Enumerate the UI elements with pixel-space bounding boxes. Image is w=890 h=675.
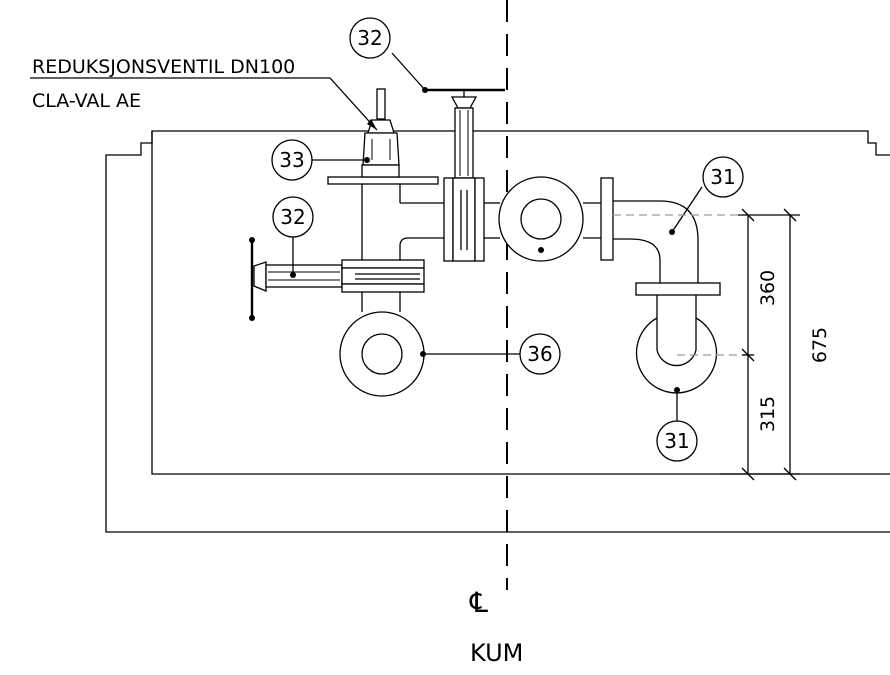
title-line-2: CLA-VAL AE [32,90,141,112]
balloon-32-left-text: 32 [280,205,305,229]
balloon-31-bottom-text: 31 [664,429,689,453]
flange-36 [339,311,426,397]
balloon-32-left: 32 [272,196,314,238]
elbow-31 [600,177,721,296]
balloon-31-top-text: 31 [710,165,735,189]
balloon-32-top-text: 32 [357,26,382,50]
centerline-label: KUM [470,639,523,667]
reducing-valve [327,88,444,260]
gate-valve-lower [249,237,425,321]
elbow-31-lower [635,295,718,394]
balloon-31-bottom: 31 [656,420,698,462]
chamber-outline [105,130,890,533]
dimension-group [613,208,800,481]
balloon-36-text: 36 [527,342,552,366]
leader-lines [30,52,703,422]
gate-valve-upper [422,87,505,262]
dimension-315: 315 [757,396,779,432]
balloon-33: 33 [271,139,313,181]
tee-flange-upper [498,176,601,262]
centerline-symbol: ℄ [469,586,488,619]
title-line-1: REDUKSJONSVENTIL DN100 [32,56,295,78]
balloon-32-top: 32 [349,17,391,59]
balloon-33-text: 33 [279,148,304,172]
balloon-36: 36 [519,333,561,375]
balloon-31-top: 31 [702,156,744,198]
dimension-360: 360 [757,270,779,306]
dimension-675: 675 [809,327,831,363]
